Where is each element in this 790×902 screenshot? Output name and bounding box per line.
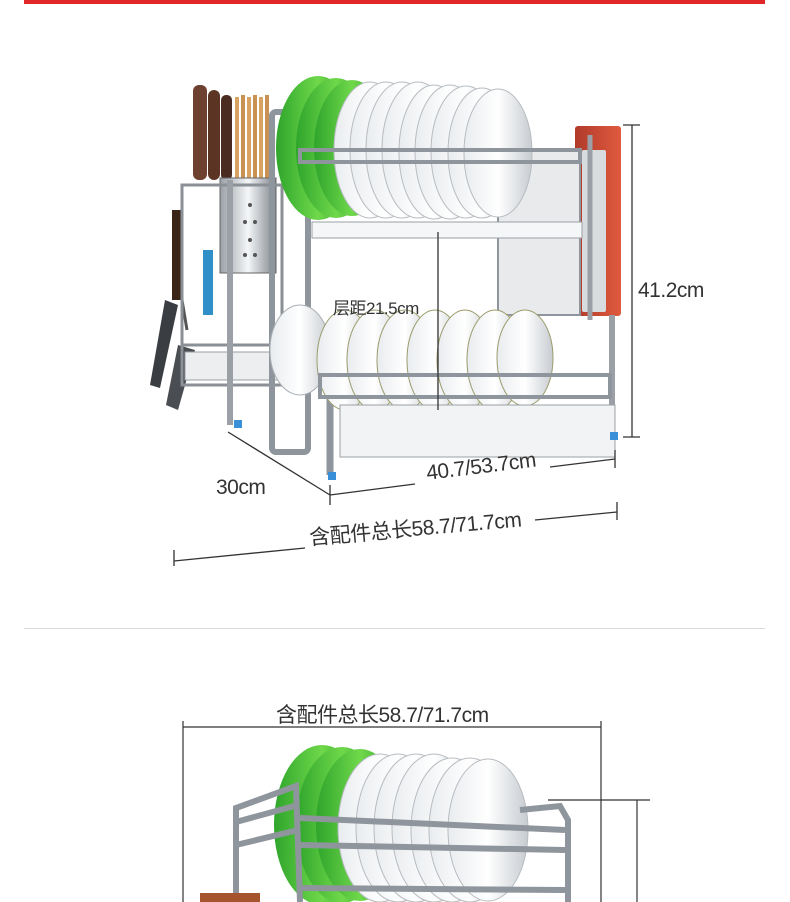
dish-rack-illustration-top [150,76,640,566]
knife-handle-2 [208,90,220,180]
hanging-knife [172,210,182,300]
depth-dimension-label: 30cm [216,476,266,499]
foot-right [610,432,618,440]
section-divider [24,628,765,629]
height-dimension-label: 41.2cm [638,279,704,302]
bottom-tier-bowls [269,304,554,411]
foot-left [234,420,242,428]
layer-gap-label: 层距21.5cm [333,299,419,318]
top-drip-tray [311,221,583,239]
front-frame [233,781,571,902]
bottom-drip-tray [339,404,616,458]
knife-handle-3 [221,95,232,180]
total-length-label-front: 含配件总长58.7/71.7cm [276,704,489,727]
hanging-spatula [150,300,178,388]
top-accent-bar [24,0,765,4]
hanging-tool [203,250,213,315]
chopsticks [235,95,269,182]
top-shelf-rail [298,148,582,164]
foot-front [328,472,336,480]
bottom-shelf-rail [318,373,612,399]
knife-handle-1 [193,85,207,180]
dimension-lines [173,124,640,566]
front-plates [274,745,529,902]
